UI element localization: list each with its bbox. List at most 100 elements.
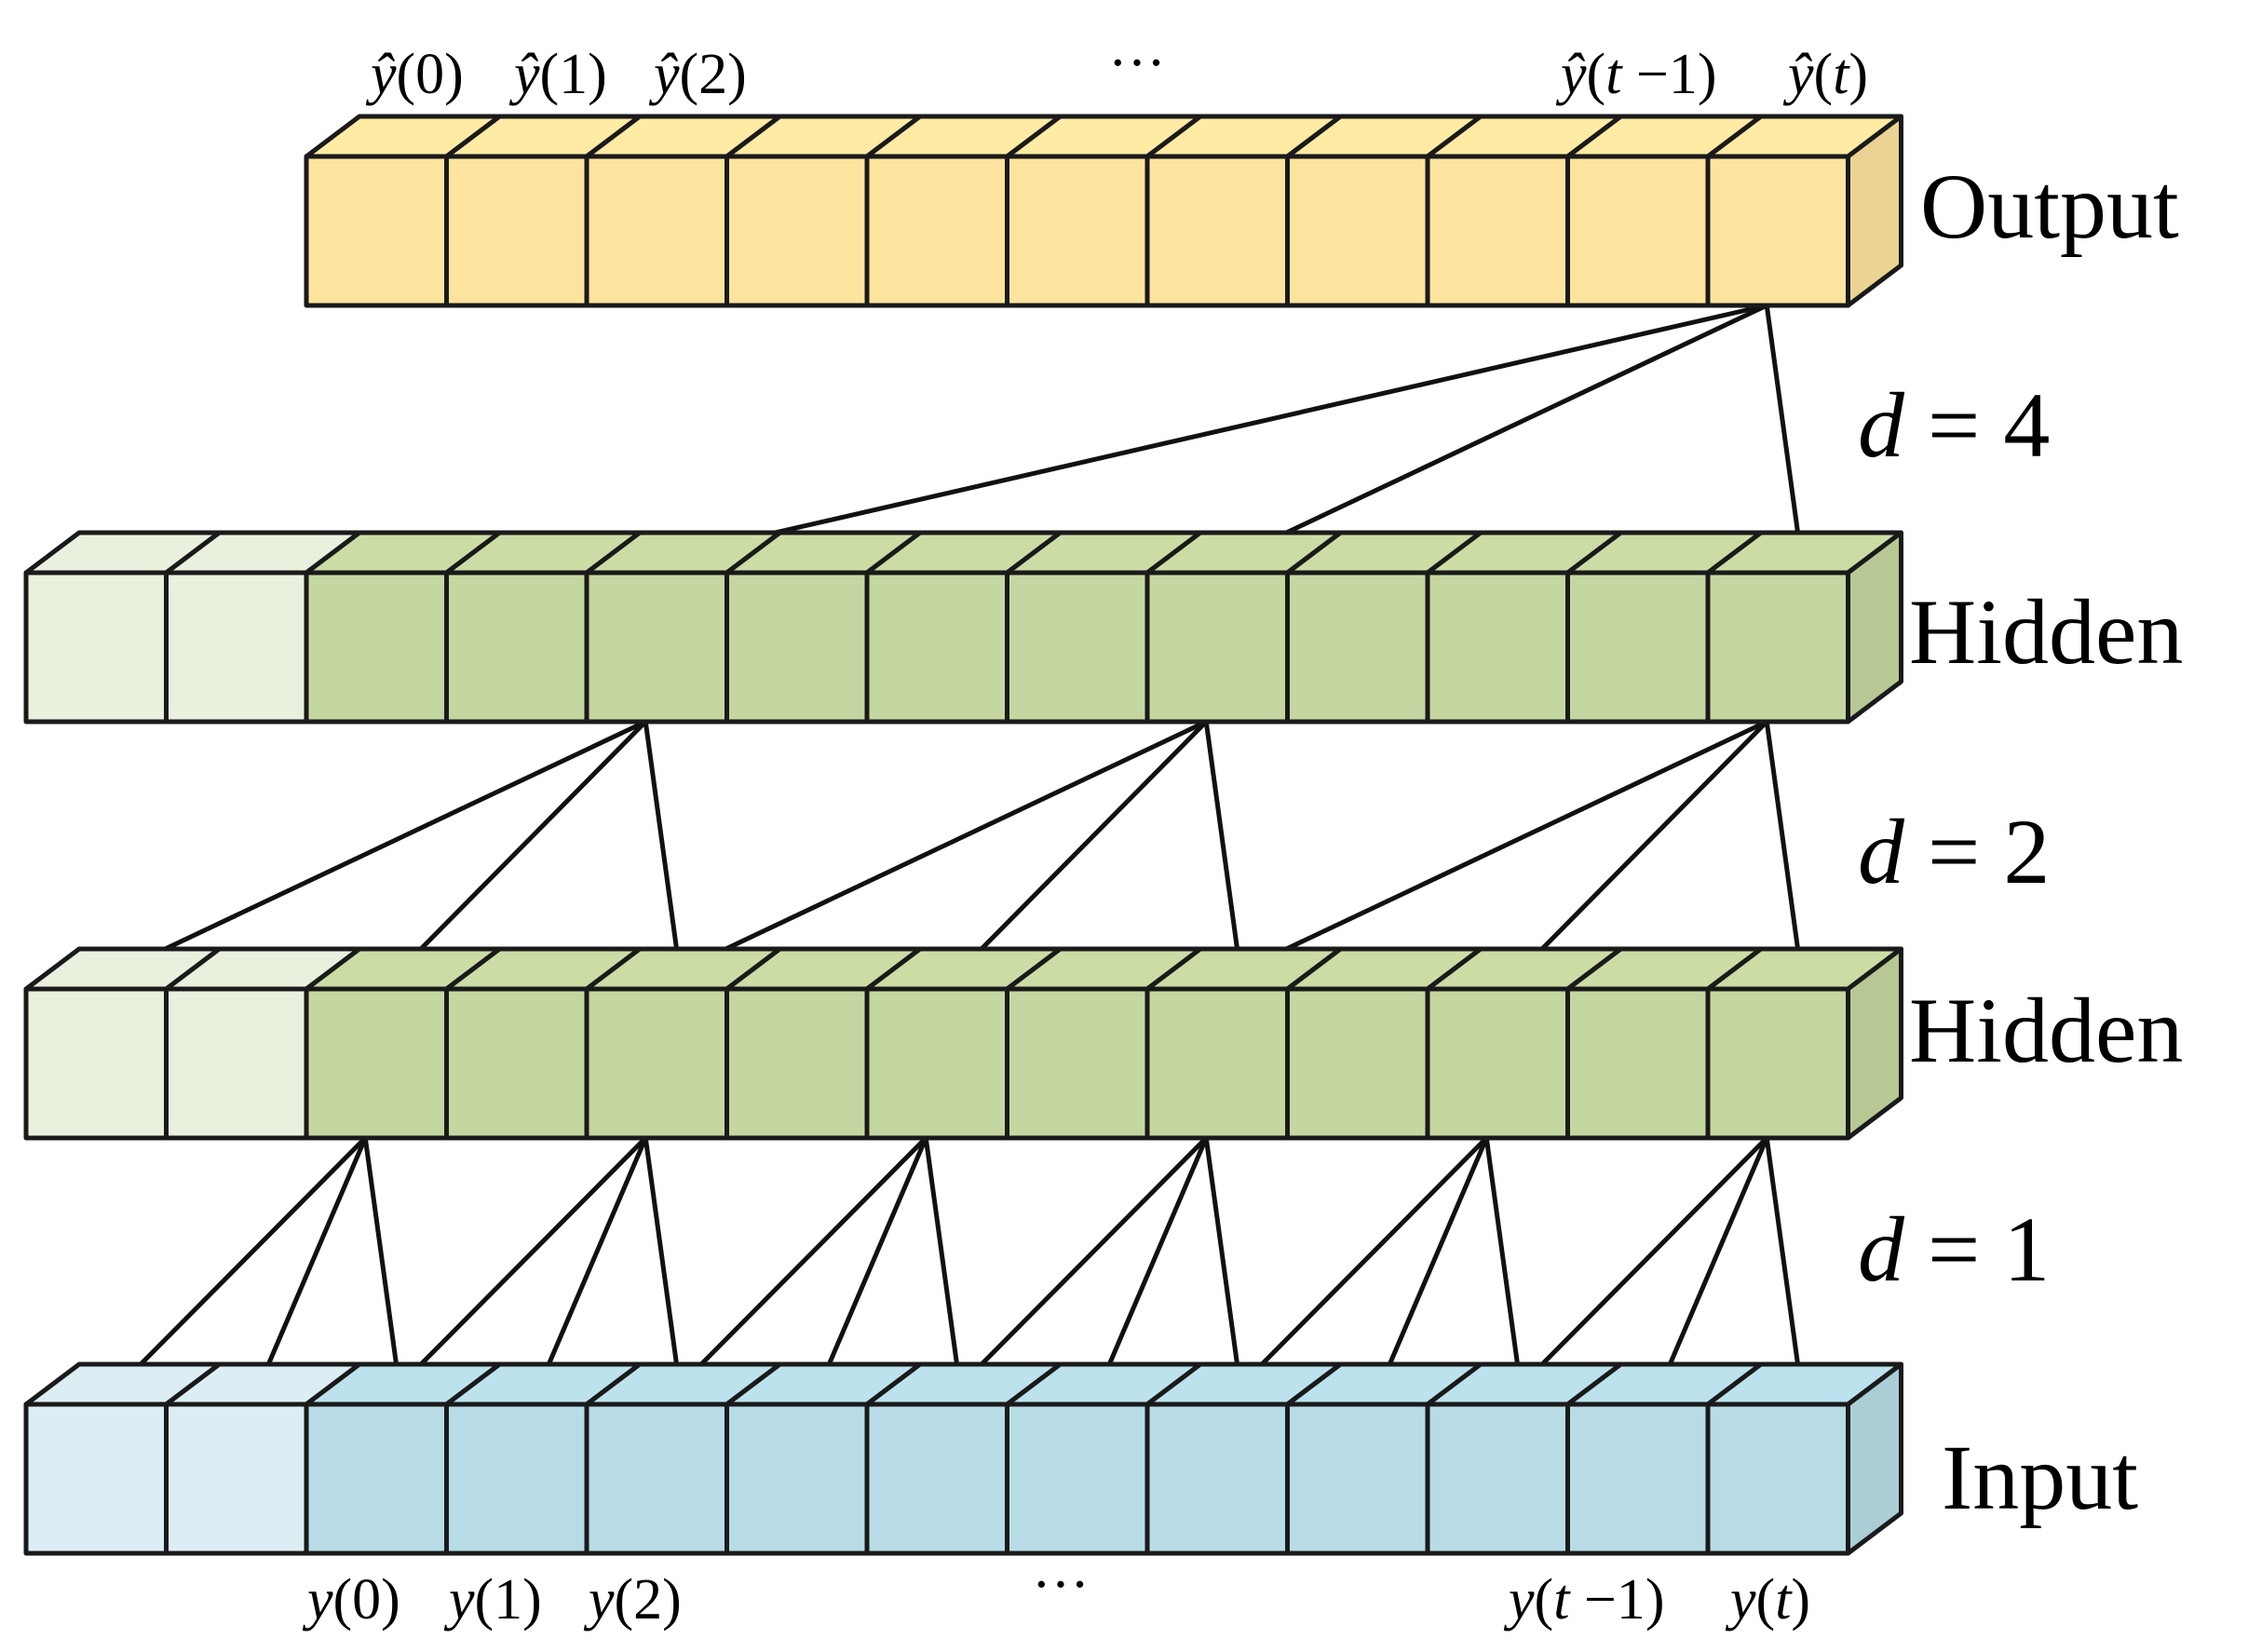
connection-line <box>1238 303 1769 557</box>
layer-input-cell <box>725 1361 923 1556</box>
layer-hidden-upper-cell <box>1285 530 1483 724</box>
layer-input-side <box>1846 1361 1903 1556</box>
layer-hidden-upper-cell <box>164 530 362 724</box>
layer-input <box>23 1361 1903 1556</box>
layer-input-cell <box>304 1361 502 1556</box>
output-ellipsis: ··· <box>1108 32 1166 95</box>
layer-hidden-lower-cell <box>444 946 643 1141</box>
layer-hidden-upper-cell <box>1425 530 1623 724</box>
layer-output-cell <box>1144 114 1343 308</box>
layer-hidden-lower-cell <box>725 946 923 1141</box>
layer-label-hidden-upper: Hidden <box>1909 580 2183 684</box>
output-label-t: ŷ(t) <box>1782 43 1868 106</box>
dilation-label-4: d = 4 <box>1858 373 2050 477</box>
connection-line <box>957 719 1209 973</box>
connection-line <box>116 1135 368 1388</box>
connection-line <box>116 719 648 973</box>
layer-hidden-upper-cell <box>864 530 1063 724</box>
connection-line <box>677 719 1209 973</box>
layer-input-cell <box>1285 1361 1483 1556</box>
layer-hidden-upper-cell <box>725 530 923 724</box>
layer-label-input: Input <box>1942 1426 2138 1529</box>
layer-input-cell <box>864 1361 1063 1556</box>
connection-line <box>1483 1135 1523 1388</box>
connection-line <box>1764 1135 1804 1388</box>
layer-hidden-lower <box>23 946 1903 1141</box>
connection-line <box>1377 1135 1489 1388</box>
layer-hidden-upper <box>23 530 1903 724</box>
layer-output-side <box>1846 114 1903 308</box>
connection-line <box>1518 1135 1769 1388</box>
connection-line <box>677 1135 928 1388</box>
connection-line <box>1518 719 1769 973</box>
layer-output-cell <box>304 114 502 308</box>
layer-input-cell <box>1705 1361 1903 1556</box>
output-label-1: ŷ(1) <box>508 43 607 106</box>
input-ellipsis: ··· <box>1032 1553 1090 1617</box>
output-label-t-minus-1: ŷ(t −1) <box>1555 43 1717 106</box>
layer-output-cell <box>444 114 643 308</box>
input-label-t: y(t) <box>1725 1568 1810 1632</box>
connection-line <box>1238 1135 1489 1388</box>
layer-hidden-upper-cell <box>1565 530 1764 724</box>
layer-hidden-lower-cell <box>1144 946 1343 1141</box>
layer-hidden-upper-cell <box>23 530 222 724</box>
output-label-2: ŷ(2) <box>648 43 747 106</box>
layer-hidden-lower-cell <box>304 946 502 1141</box>
connection-line <box>643 719 683 973</box>
input-label-0: y(0) <box>302 1568 400 1632</box>
connection-line <box>1097 1135 1209 1388</box>
layer-hidden-upper-cell <box>304 530 502 724</box>
layer-hidden-upper-cell <box>1005 530 1203 724</box>
connection-line <box>1203 719 1243 973</box>
layer-hidden-lower-cell <box>1565 946 1764 1141</box>
connection-line <box>536 1135 648 1388</box>
layer-hidden-lower-cell <box>1425 946 1623 1141</box>
connection-line <box>1238 719 1769 973</box>
layers <box>23 114 1903 1556</box>
layer-input-cell <box>1144 1361 1343 1556</box>
connection-line <box>1764 303 1804 557</box>
connection-line <box>677 303 1769 557</box>
layer-input-cell <box>444 1361 643 1556</box>
layer-output-cell <box>1565 114 1764 308</box>
connection-line <box>397 1135 648 1388</box>
layer-output-cell <box>1705 114 1903 308</box>
connection-line <box>1764 719 1804 973</box>
layer-hidden-lower-side <box>1846 946 1903 1141</box>
input-label-1: y(1) <box>443 1568 542 1632</box>
layer-output <box>304 114 1903 308</box>
input-label-2: y(2) <box>583 1568 682 1632</box>
layer-hidden-lower-cell <box>1705 946 1903 1141</box>
input-label-t-minus-1: y(t −1) <box>1503 1568 1665 1632</box>
layer-hidden-lower-cell <box>584 946 782 1141</box>
layer-label-output: Output <box>1920 155 2179 258</box>
dilation-label-2: d = 2 <box>1858 800 2050 903</box>
connections <box>116 303 1804 1388</box>
layer-label-hidden-lower: Hidden <box>1909 979 2183 1082</box>
layer-input-cell <box>23 1361 222 1556</box>
connection-line <box>1203 1135 1243 1388</box>
layer-output-cell <box>1005 114 1203 308</box>
connection-line <box>923 1135 963 1388</box>
layer-output-cell <box>1285 114 1483 308</box>
connection-line <box>643 1135 683 1388</box>
layer-output-cell <box>725 114 923 308</box>
connection-line <box>256 1135 368 1388</box>
layer-hidden-upper-cell <box>584 530 782 724</box>
connection-line <box>957 1135 1209 1388</box>
connection-line <box>362 1135 402 1388</box>
layer-hidden-lower-cell <box>864 946 1063 1141</box>
layer-hidden-upper-cell <box>1705 530 1903 724</box>
connection-line <box>397 719 648 973</box>
layer-hidden-upper-side <box>1846 530 1903 724</box>
connection-line <box>817 1135 928 1388</box>
layer-hidden-lower-cell <box>1285 946 1483 1141</box>
connection-line <box>1658 1135 1769 1388</box>
layer-output-cell <box>1425 114 1623 308</box>
output-label-0: ŷ(0) <box>365 43 464 106</box>
layer-input-cell <box>164 1361 362 1556</box>
dilation-label-1: d = 1 <box>1858 1198 2050 1301</box>
layer-input-cell <box>584 1361 782 1556</box>
